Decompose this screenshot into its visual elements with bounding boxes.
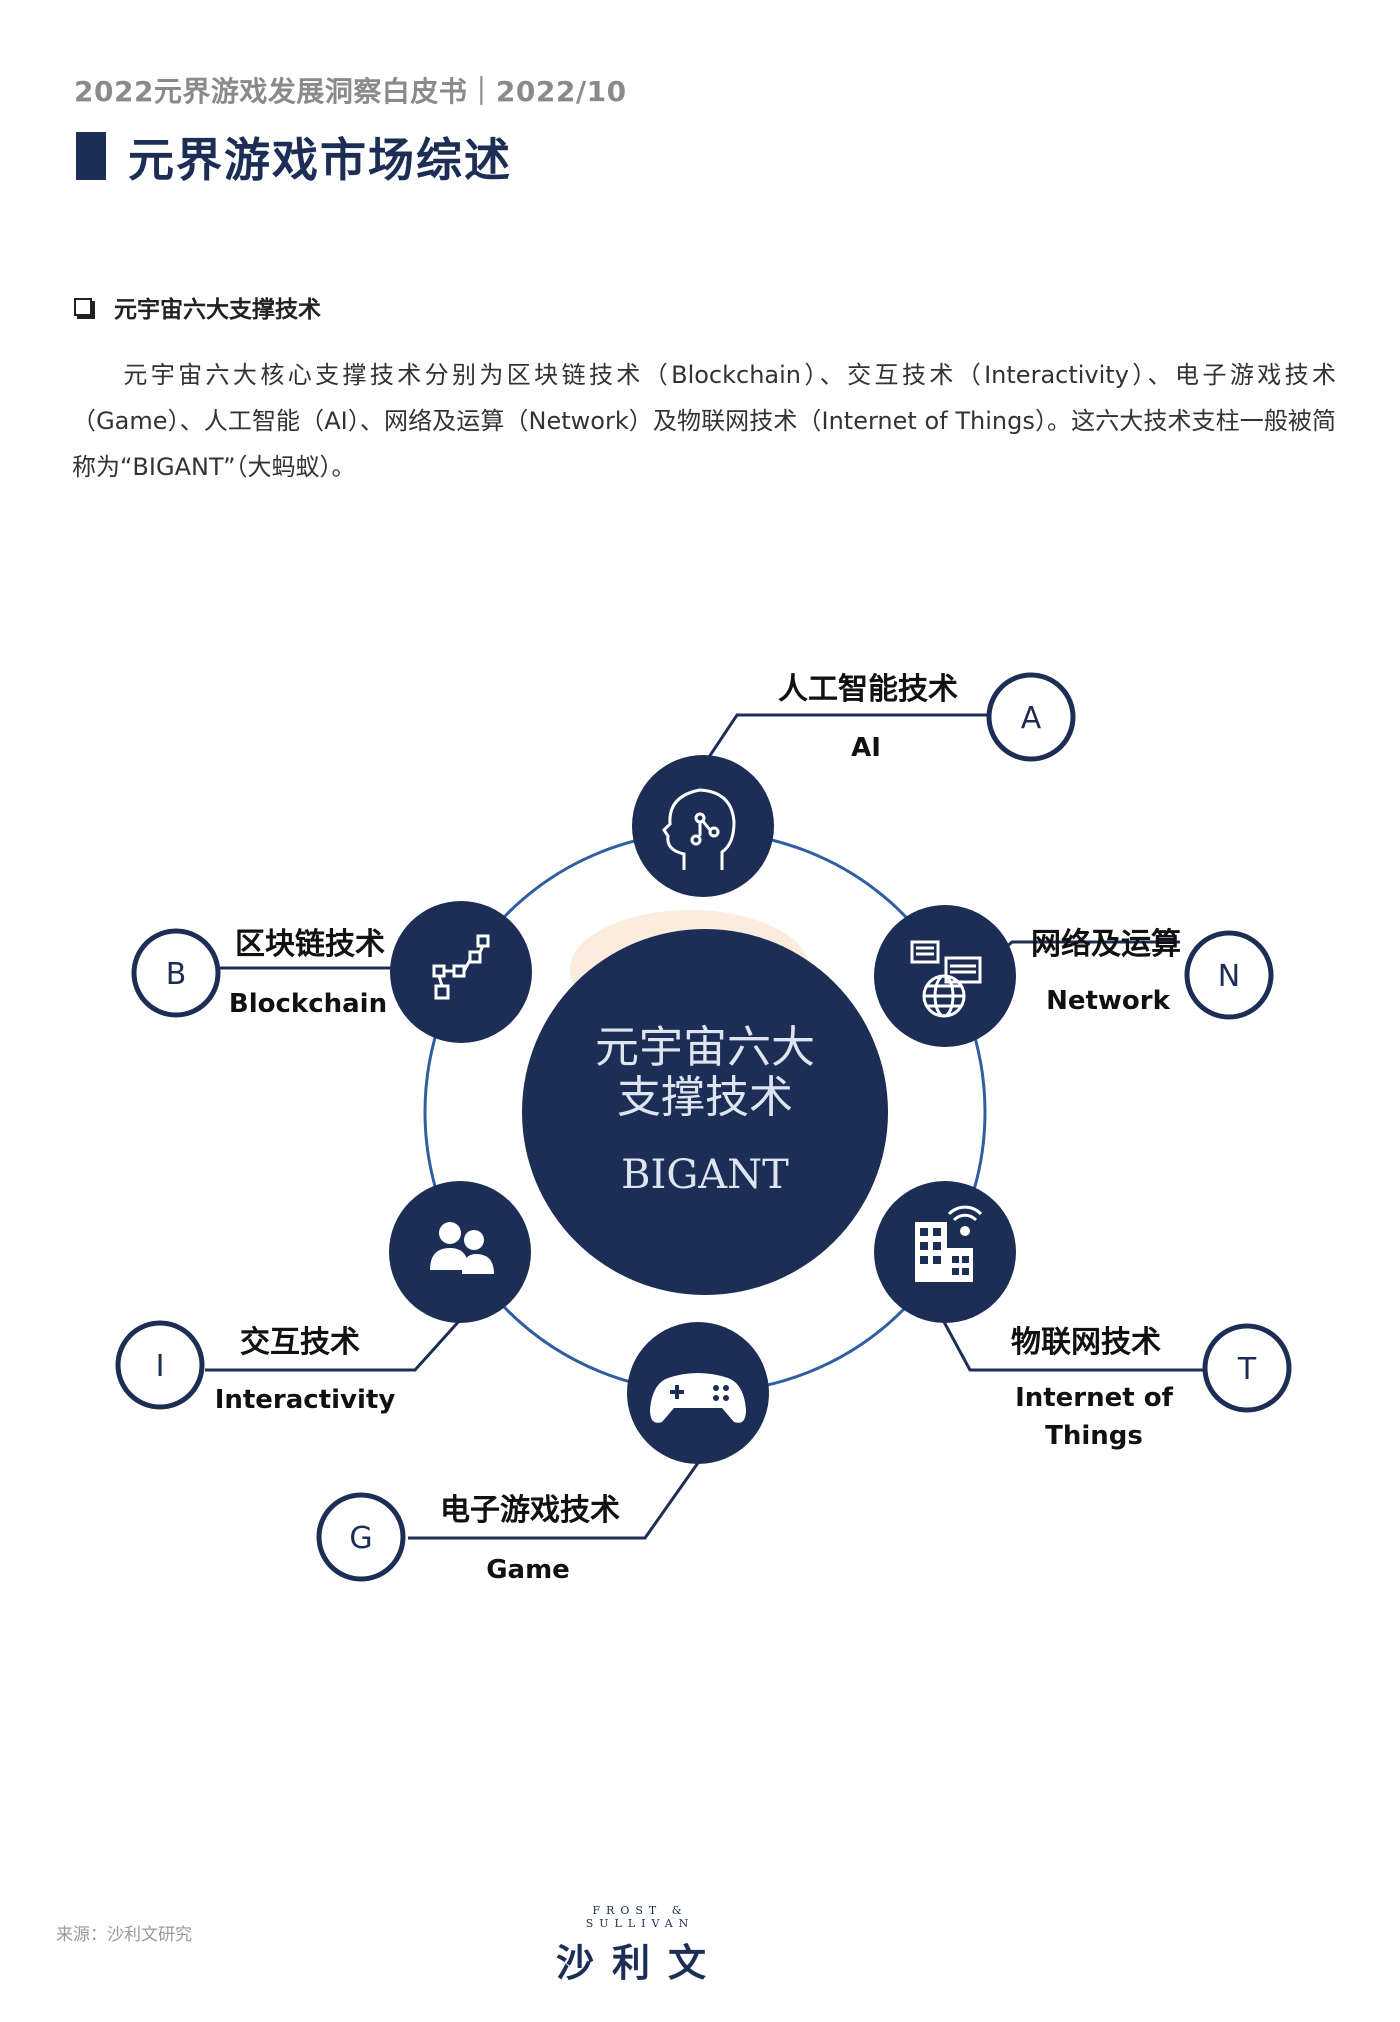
intro-paragraph: 元宇宙六大核心支撑技术分别为区块链技术（Blockchain）、交互技术（Int… [72, 352, 1336, 490]
label-blockchain-en: Blockchain [229, 989, 387, 1019]
letter-circle-t [1202, 1323, 1292, 1413]
frost-sullivan-logo: FROST & SULLIVAN 沙利文 [540, 1904, 740, 1987]
letter-circle-g [316, 1492, 406, 1582]
title-accent-bar [76, 132, 106, 180]
letter-b: B [166, 957, 187, 992]
letter-circle-i [115, 1320, 205, 1410]
intro-paragraph-text: 元宇宙六大核心支撑技术分别为区块链技术（Blockchain）、交互技术（Int… [72, 361, 1336, 481]
logo-cn-text: 沙利文 [555, 1941, 724, 1985]
center-circle [522, 929, 888, 1295]
iot-building-icon [915, 1205, 983, 1282]
center-acronym: BIGANT [621, 1152, 789, 1198]
logo-en-text: FROST & SULLIVAN [585, 1904, 695, 1930]
letter-t: T [1237, 1352, 1257, 1387]
label-ai-cn: 人工智能技术 [778, 672, 958, 707]
label-blockchain-cn: 区块链技术 [235, 927, 385, 962]
node-ai-circle [632, 755, 774, 897]
letter-circle-n [1184, 930, 1274, 1020]
label-game-cn: 电子游戏技术 [440, 1493, 620, 1528]
document-header: 2022元界游戏发展洞察白皮书｜2022/10 [74, 75, 627, 108]
letter-circle-b [131, 928, 221, 1018]
label-network-en: Network [1046, 986, 1171, 1016]
bigant-diagram: 元宇宙六大 支撑技术 BIGANT [0, 640, 1400, 1620]
source-note: 来源：沙利文研究 [56, 1925, 192, 1945]
label-iot-cn: 物联网技术 [1011, 1325, 1161, 1360]
network-globe-icon [910, 940, 982, 1018]
label-game-en: Game [486, 1555, 570, 1585]
letter-n: N [1218, 959, 1240, 994]
connector-game [408, 1459, 702, 1540]
bullet-square-icon [74, 298, 92, 316]
label-iot-en-line1: Internet of [1015, 1383, 1174, 1413]
label-ai-en: AI [851, 733, 881, 763]
connector-iot [941, 1319, 1220, 1372]
label-iot-en-line2: Things [1045, 1421, 1143, 1451]
letter-g: G [349, 1521, 372, 1556]
blockchain-icon [432, 934, 490, 1000]
center-title-line1: 元宇宙六大 [595, 1022, 815, 1073]
gamepad-icon [650, 1373, 746, 1423]
label-network-cn: 网络及运算 [1031, 927, 1181, 962]
page-title: 元界游戏市场综述 [128, 133, 512, 187]
letter-circle-a [986, 672, 1076, 762]
connector-interactivity [205, 1318, 462, 1372]
label-interactivity-en: Interactivity [215, 1385, 396, 1415]
label-interactivity-cn: 交互技术 [240, 1325, 360, 1360]
letter-a: A [1021, 701, 1042, 736]
ai-head-icon [662, 788, 736, 870]
connector-ai [701, 713, 990, 767]
section-heading: 元宇宙六大支撑技术 [74, 290, 321, 324]
section-heading-text: 元宇宙六大支撑技术 [114, 297, 321, 323]
users-icon [430, 1222, 494, 1274]
letter-i: I [156, 1349, 165, 1384]
node-blockchain-circle [390, 901, 532, 1043]
center-title-line2: 支撑技术 [617, 1072, 793, 1123]
